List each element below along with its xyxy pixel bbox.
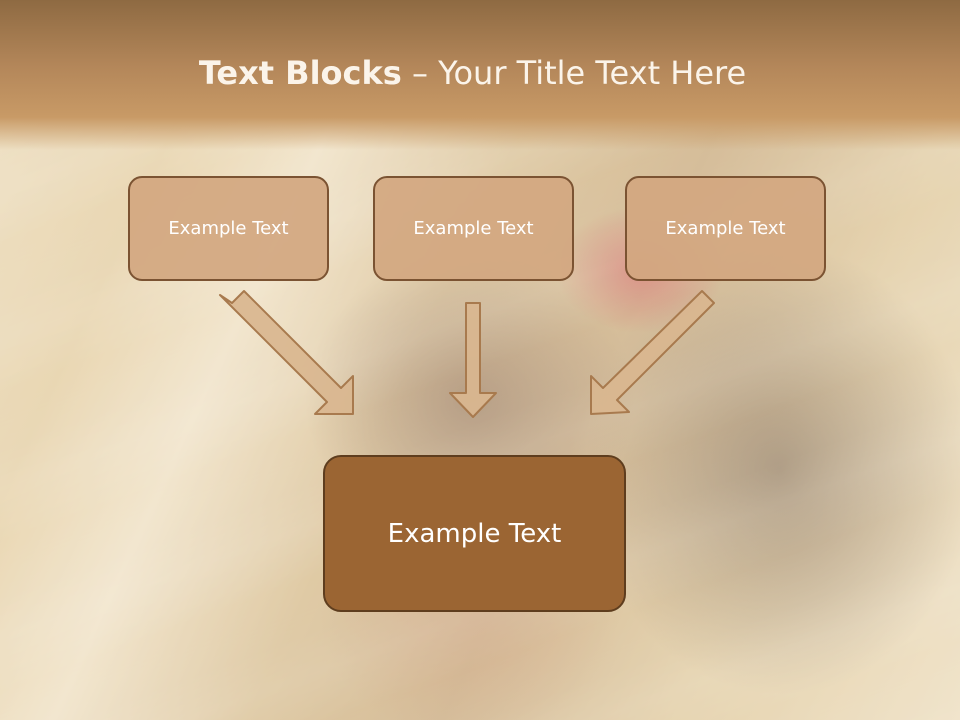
main-text-block-label: Example Text — [387, 518, 562, 549]
arrow-left-icon — [219, 290, 354, 415]
text-block-3[interactable]: Example Text — [625, 176, 826, 281]
text-block-1[interactable]: Example Text — [128, 176, 329, 281]
header-band — [0, 0, 960, 150]
text-block-3-label: Example Text — [665, 218, 786, 239]
arrow-right-icon — [590, 290, 715, 415]
title-rest: Your Title Text Here — [438, 54, 747, 92]
title-bold: Text Blocks — [198, 54, 402, 92]
text-block-2-label: Example Text — [413, 218, 534, 239]
title-dash: – — [401, 54, 439, 92]
arrow-center-icon — [449, 302, 497, 418]
text-block-2[interactable]: Example Text — [373, 176, 574, 281]
text-block-1-label: Example Text — [168, 218, 289, 239]
slide-title: Text Blocks – Your Title Text Here — [0, 54, 945, 92]
main-text-block[interactable]: Example Text — [323, 455, 626, 612]
